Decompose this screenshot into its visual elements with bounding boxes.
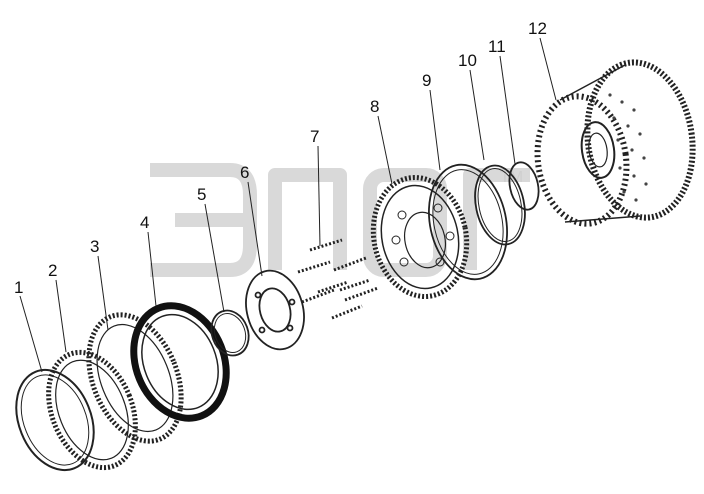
leader-5	[204, 203, 225, 313]
leader-8	[377, 115, 393, 185]
part-6-pressure-plate	[245, 269, 305, 351]
leader-6	[247, 181, 263, 277]
callout-1: 1	[14, 278, 23, 297]
callout-11: 11	[488, 37, 506, 56]
leader-11	[499, 55, 516, 165]
leader-7	[317, 145, 321, 247]
part-10-ring	[474, 164, 526, 246]
part-5-ring	[210, 309, 250, 357]
callout-labels: 1 2 3 4 5 6 7 8 9 10 11 12	[14, 19, 547, 297]
leader-1	[19, 295, 43, 373]
leader-12	[539, 37, 557, 101]
callout-7: 7	[310, 127, 319, 146]
part-2-gear-ring	[46, 349, 138, 471]
leader-3	[97, 255, 109, 331]
part-9-disc	[428, 163, 508, 281]
part-4-friction-disc	[130, 302, 230, 422]
leader-2	[55, 279, 67, 353]
callout-5: 5	[197, 185, 206, 204]
callout-3: 3	[90, 237, 99, 256]
leader-lines	[19, 37, 557, 373]
watermark-logo	[150, 163, 530, 277]
part-12-drum	[534, 59, 696, 227]
callout-12: 12	[528, 19, 547, 38]
callout-9: 9	[422, 71, 431, 90]
leader-10	[469, 69, 485, 161]
part-1-snap-ring	[15, 368, 95, 472]
callout-10: 10	[458, 51, 477, 70]
callout-4: 4	[140, 213, 149, 232]
part-3-toothed-disc	[86, 312, 184, 444]
callout-8: 8	[370, 97, 379, 116]
part-11-small-ring	[508, 161, 540, 211]
part-8-gear-hub	[370, 175, 470, 299]
leader-9	[429, 89, 441, 171]
callout-6: 6	[240, 163, 249, 182]
leader-4	[147, 231, 157, 307]
callout-2: 2	[48, 261, 57, 280]
part-7-springs	[297, 238, 379, 320]
